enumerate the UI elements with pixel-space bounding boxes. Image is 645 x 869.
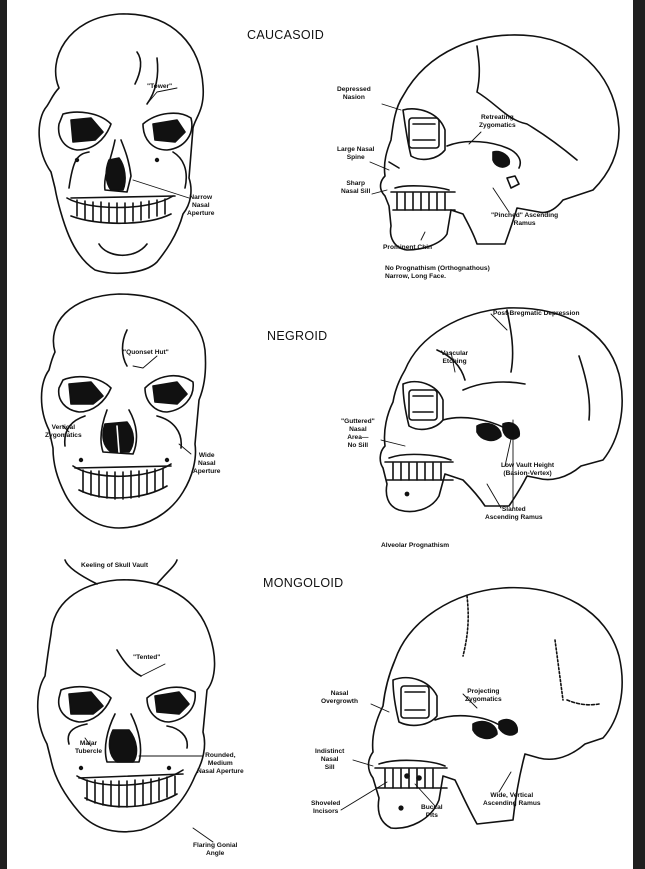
label-sharp-nasal-sill: Sharp Nasal Sill — [341, 180, 370, 196]
caucasoid-front-skull — [39, 14, 203, 273]
label-post-bregmatic-depression: Post-Bregmatic Depression — [493, 310, 579, 318]
label-pinched-ascending-ramus: "Pinched" Ascending Ramus — [491, 212, 558, 228]
mongoloid-front-skull — [38, 560, 215, 832]
label-nasal-overgrowth: Nasal Overgrowth — [321, 690, 358, 706]
label-vertical-zygomatics: Vertical Zygomatics — [45, 424, 82, 440]
label-shoveled-incisors: Shoveled Incisors — [311, 800, 340, 816]
caption-negroid: Alveolar Prognathism — [381, 542, 449, 550]
negroid-front-skull — [42, 294, 206, 528]
label-vascular-etching: Vascular Etching — [441, 350, 468, 366]
label-retreating-zygomatics: Retreating Zygomatics — [479, 114, 516, 130]
label-wide-vertical-ascending-ramus: Wide, Vertical Ascending Ramus — [483, 792, 541, 808]
label-slanted-ascending-ramus: Slanted Ascending Ramus — [485, 506, 543, 522]
label-buccal-pits: Buccal Pits — [421, 804, 443, 820]
label-tented: "Tented" — [133, 654, 160, 662]
label-flaring-gonial-angle: Flaring Gonial Angle — [193, 842, 237, 858]
heading-negroid: NEGROID — [267, 329, 327, 343]
label-indistinct-nasal-sill: Indistinct Nasal Sill — [315, 748, 344, 772]
caption-caucasoid: No Prognathism (Orthognathous) Narrow, L… — [385, 265, 490, 281]
skull-drawings — [7, 0, 633, 869]
label-depressed-nasion: Depressed Nasion — [337, 86, 371, 102]
label-quonset-hut: "Quonset Hut" — [123, 349, 169, 357]
label-tower: "Tower" — [147, 83, 172, 91]
label-large-nasal-spine: Large Nasal Spine — [337, 146, 374, 162]
label-rounded-medium-nasal-aperture: Rounded, Medium Nasal Aperture — [197, 752, 244, 776]
label-malar-tubercle: Malar Tubercle — [75, 740, 102, 756]
heading-mongoloid: MONGOLOID — [263, 576, 343, 590]
label-narrow-nasal-aperture: Narrow Nasal Aperture — [187, 194, 214, 218]
label-keeling-of-skull-vault: Keeling of Skull Vault — [81, 562, 148, 570]
label-guttered-nasal-area: "Guttered" Nasal Area— No Sill — [341, 418, 375, 450]
label-prominent-chin: Prominent Chin — [383, 244, 432, 252]
diagram-sheet: CAUCASOID NEGROID MONGOLOID "Tower" Narr… — [7, 0, 633, 869]
heading-caucasoid: CAUCASOID — [247, 28, 324, 42]
label-wide-nasal-aperture: Wide Nasal Aperture — [193, 452, 220, 476]
label-projecting-zygomatics: Projecting Zygomatics — [465, 688, 502, 704]
label-low-vault-height: Low Vault Height (Basion-Vertex) — [501, 462, 554, 478]
negroid-side-skull — [380, 308, 622, 512]
